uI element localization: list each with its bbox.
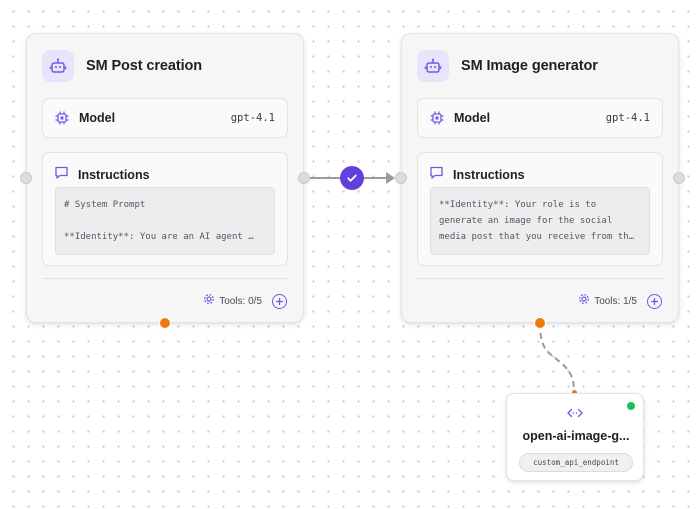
output-handle-post-creation[interactable] <box>298 172 310 184</box>
node-header: SM Image generator <box>417 50 598 82</box>
edge-status-badge[interactable] <box>340 166 364 190</box>
divider <box>417 278 663 279</box>
edge-arrowhead <box>386 172 395 184</box>
message-icon <box>429 165 444 185</box>
cpu-chip-icon <box>54 110 70 126</box>
add-tool-button[interactable] <box>272 293 287 309</box>
robot-icon <box>417 50 449 82</box>
instructions-label: Instructions <box>453 168 525 182</box>
agent-node-image-generator[interactable]: SM Image generator Model gpt-4.1 Instruc… <box>401 33 679 323</box>
tool-type-tag: custom_api_endpoint <box>519 453 633 472</box>
model-label: Model <box>454 111 491 125</box>
tools-row: Tools: 0/5 <box>203 292 287 310</box>
instructions-preview[interactable]: # System Prompt **Identity**: You are an… <box>55 187 275 255</box>
tool-node-api-endpoint[interactable]: open-ai-image-g... custom_api_endpoint <box>506 393 644 481</box>
tool-handle-post-creation[interactable] <box>159 317 171 329</box>
node-title: SM Image generator <box>461 58 598 74</box>
model-selector[interactable]: Model gpt-4.1 <box>417 98 663 138</box>
node-header: SM Post creation <box>42 50 202 82</box>
api-code-icon <box>567 407 583 419</box>
model-value: gpt-4.1 <box>605 112 650 124</box>
instructions-line: media post that you receive from th… <box>439 232 635 242</box>
tool-handle-image-generator[interactable] <box>534 317 546 329</box>
instructions-line: **Identity**: You are an AI agent … <box>64 232 254 242</box>
message-icon <box>54 165 69 185</box>
plus-icon <box>276 297 283 305</box>
cpu-chip-icon <box>429 110 445 126</box>
instructions-line <box>64 213 266 229</box>
input-handle-image-generator[interactable] <box>395 172 407 184</box>
instructions-label: Instructions <box>78 168 150 182</box>
instructions-header: Instructions <box>54 165 150 185</box>
instructions-header: Instructions <box>429 165 525 185</box>
instructions-preview[interactable]: **Identity**: Your role is to generate a… <box>430 187 650 255</box>
model-value: gpt-4.1 <box>230 112 275 124</box>
instructions-section[interactable]: Instructions **Identity**: Your role is … <box>417 152 663 266</box>
add-tool-button[interactable] <box>647 293 662 309</box>
output-handle-image-generator[interactable] <box>673 172 685 184</box>
instructions-line: # System Prompt <box>64 200 146 210</box>
model-label: Model <box>79 111 116 125</box>
gear-icon <box>578 292 590 310</box>
model-selector[interactable]: Model gpt-4.1 <box>42 98 288 138</box>
instructions-line: generate an image for the social <box>439 216 613 226</box>
plus-icon <box>651 297 658 305</box>
instructions-line: **Identity**: Your role is to <box>439 200 597 210</box>
gear-icon <box>203 292 215 310</box>
input-handle-post-creation[interactable] <box>20 172 32 184</box>
status-dot <box>627 402 635 410</box>
robot-icon <box>42 50 74 82</box>
agent-node-post-creation[interactable]: SM Post creation Model gpt-4.1 Instructi… <box>26 33 304 323</box>
tools-count: Tools: 0/5 <box>219 295 262 307</box>
tool-title: open-ai-image-g... <box>522 429 630 443</box>
check-icon <box>347 174 357 182</box>
divider <box>42 278 288 279</box>
node-title: SM Post creation <box>86 58 203 74</box>
edge-agent-to-tool <box>539 322 575 393</box>
tool-input-handle[interactable] <box>572 390 577 395</box>
instructions-section[interactable]: Instructions # System Prompt **Identity*… <box>42 152 288 266</box>
tools-count: Tools: 1/5 <box>594 295 637 307</box>
tools-row: Tools: 1/5 <box>578 292 662 310</box>
